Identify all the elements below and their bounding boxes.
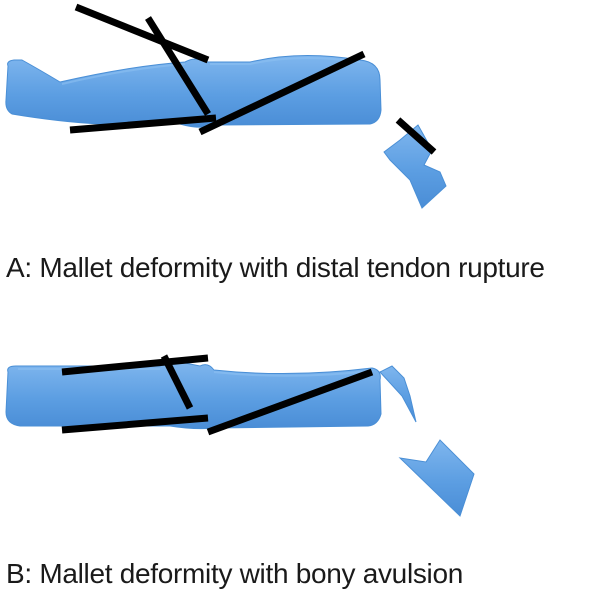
panel-a-tendon-long-diagonal xyxy=(198,50,366,136)
panel-b-illustration xyxy=(5,354,475,517)
panel-a-tendons xyxy=(69,3,437,155)
panel-b-tendon-lower xyxy=(61,414,209,434)
panel-b-tendon-short-vertical xyxy=(160,354,194,410)
caption-panel-a: A: Mallet deformity with distal tendon r… xyxy=(6,252,545,283)
panel-a-tendon-distal-stub xyxy=(395,117,437,155)
panel-a-tendon-lower xyxy=(69,114,217,134)
panel-b-tendon-top xyxy=(61,354,209,376)
panel-a-tendon-top-diagonal xyxy=(74,3,210,64)
panel-b-tendon-long-diagonal xyxy=(206,368,374,436)
panel-b-avulsion-fragment xyxy=(379,365,417,423)
caption-panel-b: B: Mallet deformity with bony avulsion xyxy=(6,558,464,589)
panel-a-illustration xyxy=(5,3,447,209)
panel-b-distal-phalanx xyxy=(398,439,475,517)
panel-a-tendon-steep xyxy=(145,16,211,116)
panel-b-tendons xyxy=(61,354,374,436)
